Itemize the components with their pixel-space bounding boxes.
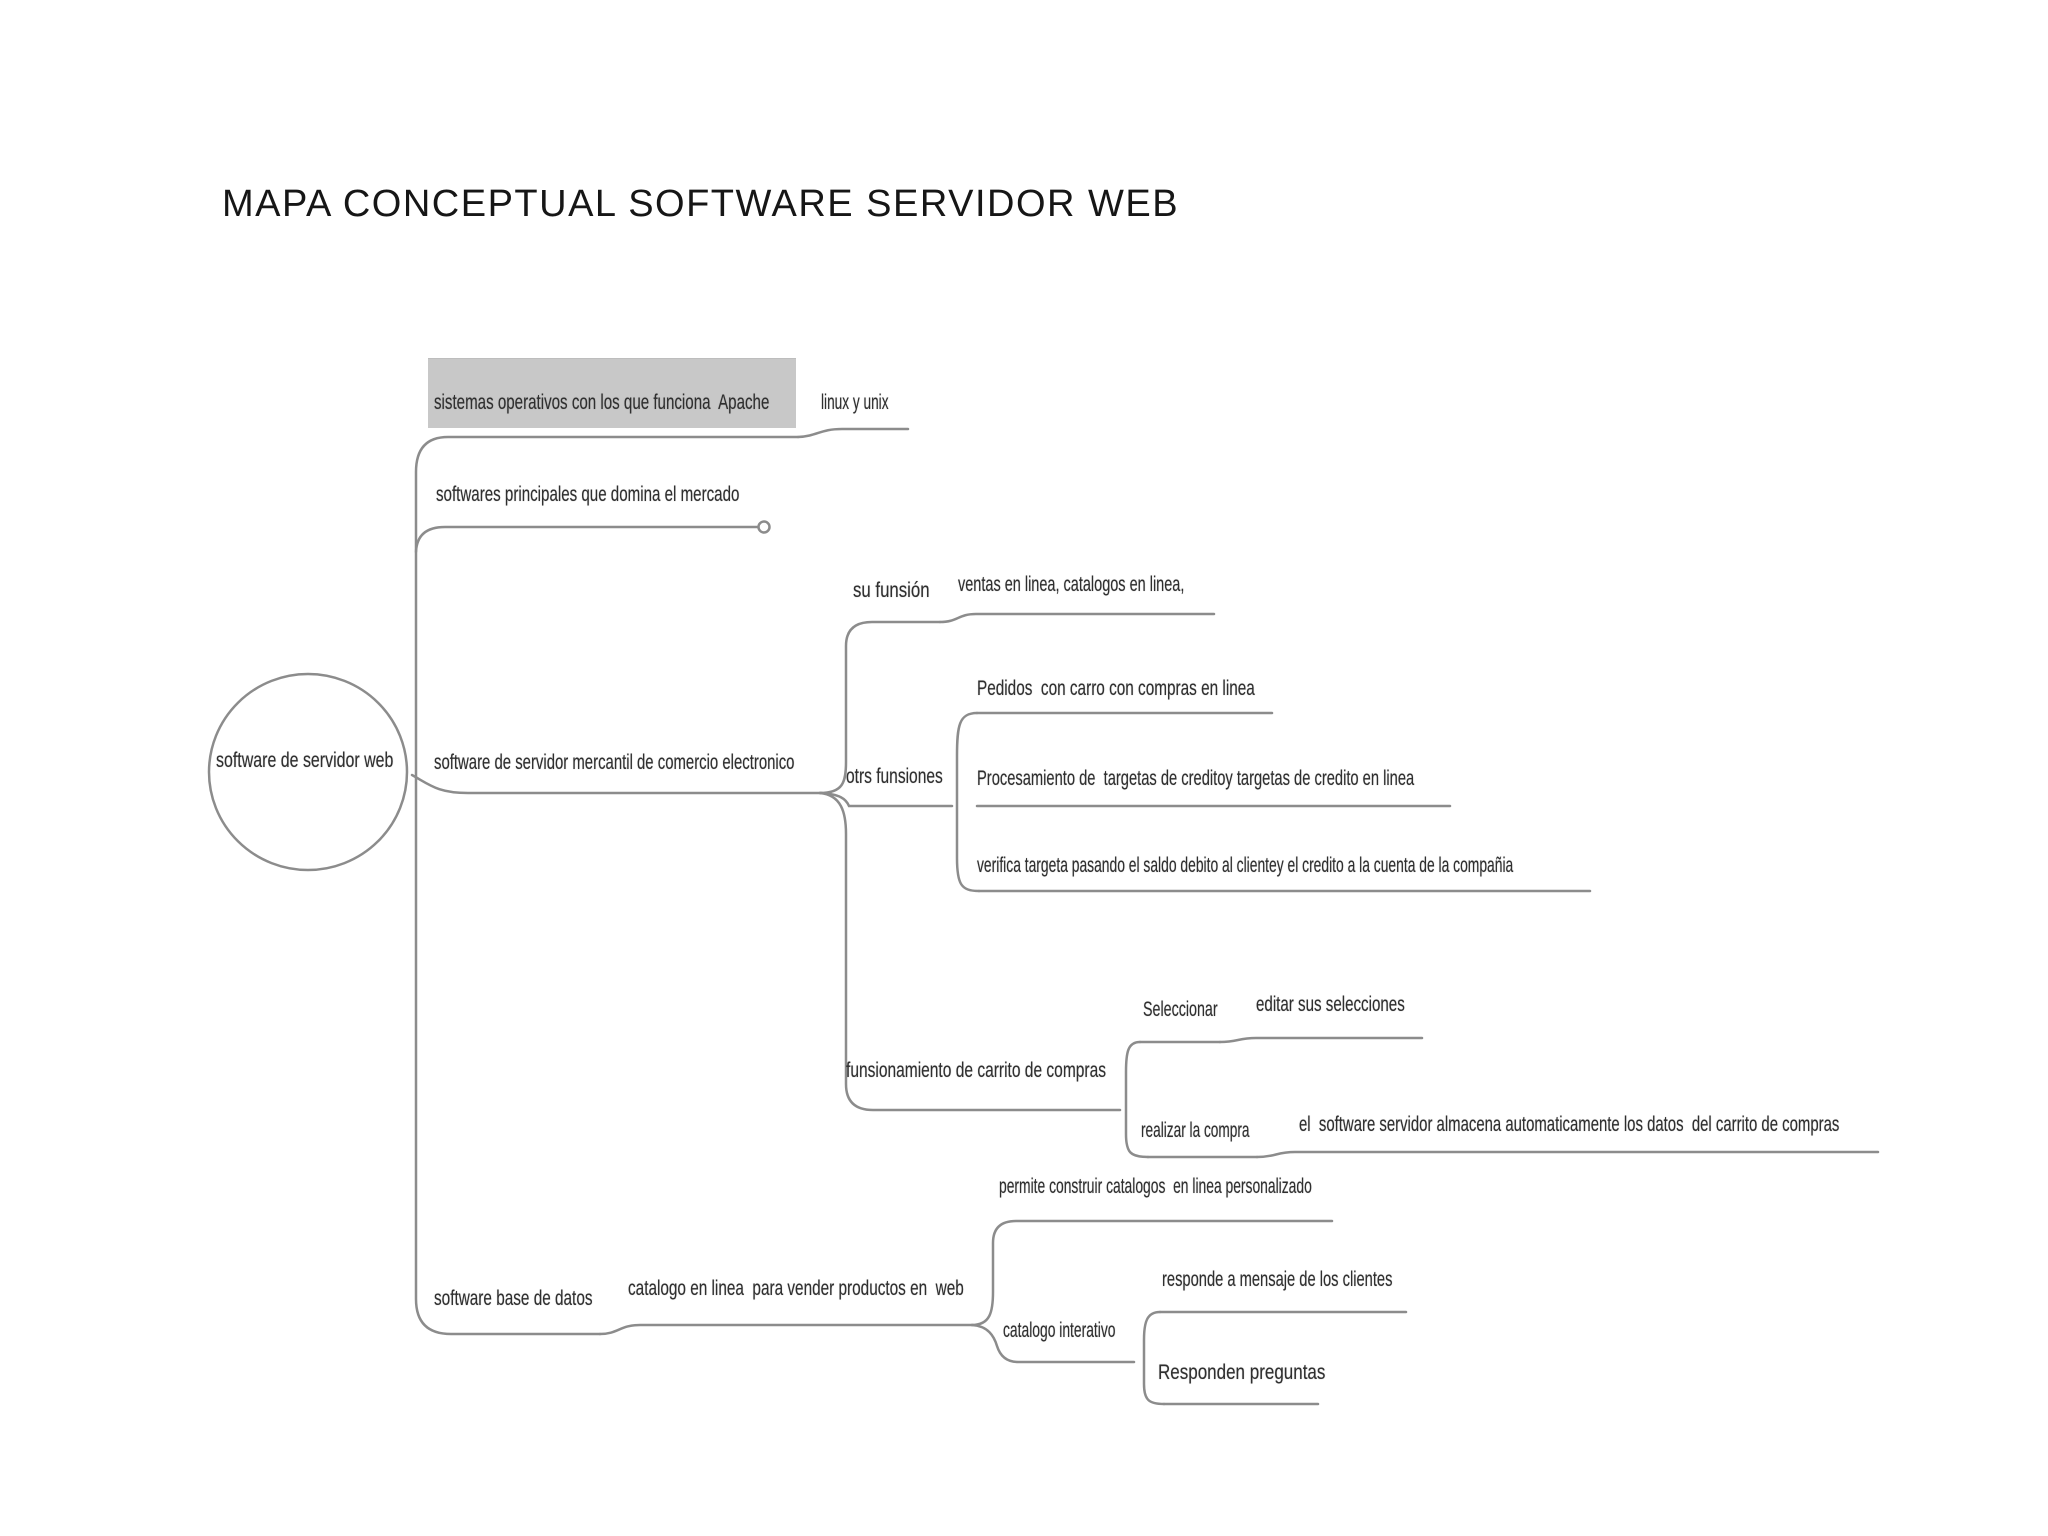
brace-interativo (1142, 1310, 1166, 1406)
node-editar-selecciones: editar sus selecciones (1256, 993, 1405, 1016)
node-realizar-compra: realizar la compra (1141, 1119, 1250, 1142)
brace-otras (955, 711, 981, 893)
edge-linux (796, 427, 910, 439)
page-title: MAPA CONCEPTUAL SOFTWARE SERVIDOR WEB (222, 183, 1180, 225)
highlight-box-sistemas-operativos (428, 358, 796, 428)
node-verifica-targeta: verifica targeta pasando el saldo debito… (977, 854, 1514, 877)
node-catalogo-interativo: catalogo interativo (1003, 1319, 1116, 1342)
node-responde-mensaje: responde a mensaje de los clientes (1162, 1268, 1393, 1291)
edge-principales (414, 525, 765, 554)
node-servidor-mercantil: software de servidor mercantil de comerc… (434, 751, 795, 774)
edge-interativo (970, 1323, 1136, 1364)
node-permite-construir: permite construir catalogos en linea per… (999, 1175, 1312, 1198)
brace-funsionamiento (1124, 1040, 1150, 1159)
edge-editar (1218, 1036, 1424, 1044)
end-circle (757, 520, 771, 534)
edge-su-funsion (818, 620, 942, 795)
edge-ventas (938, 612, 1216, 624)
node-almacena-datos: el software servidor almacena automatica… (1299, 1113, 1840, 1136)
root-ellipse (207, 672, 409, 872)
node-funsionamiento-carrito: funsionamiento de carrito de compras (846, 1059, 1107, 1082)
node-otras-funsiones: otrs funsiones (846, 765, 943, 788)
node-seleccionar: Seleccionar (1143, 998, 1218, 1021)
node-linux-y-unix: linux y unix (821, 391, 889, 414)
edge-mercantil (410, 773, 824, 795)
node-pedidos: Pedidos con carro con compras en linea (977, 677, 1255, 700)
node-ventas-en-linea: ventas en linea, catalogos en linea, (958, 573, 1185, 596)
node-software-base-datos: software base de datos (434, 1287, 593, 1310)
node-softwares-principales: softwares principales que domina el merc… (436, 483, 740, 506)
edge-permite (970, 1219, 1334, 1327)
node-su-funsion: su funsión (853, 579, 930, 602)
edge-funsionamiento (818, 791, 1122, 1112)
node-catalogo-en-linea: catalogo en linea para vender productos … (628, 1277, 964, 1300)
node-procesamiento-targetas: Procesamiento de targetas de creditoy ta… (977, 767, 1415, 790)
edge-trunk (414, 435, 800, 1336)
node-sistemas-operativos: sistemas operativos con los que funciona… (434, 391, 770, 414)
edge-almacena (1255, 1150, 1880, 1159)
node-root-software-servidor-web: software de servidor web (216, 749, 394, 772)
edge-catalogo-linea (598, 1323, 974, 1336)
node-responden-preguntas: Responden preguntas (1158, 1361, 1326, 1384)
